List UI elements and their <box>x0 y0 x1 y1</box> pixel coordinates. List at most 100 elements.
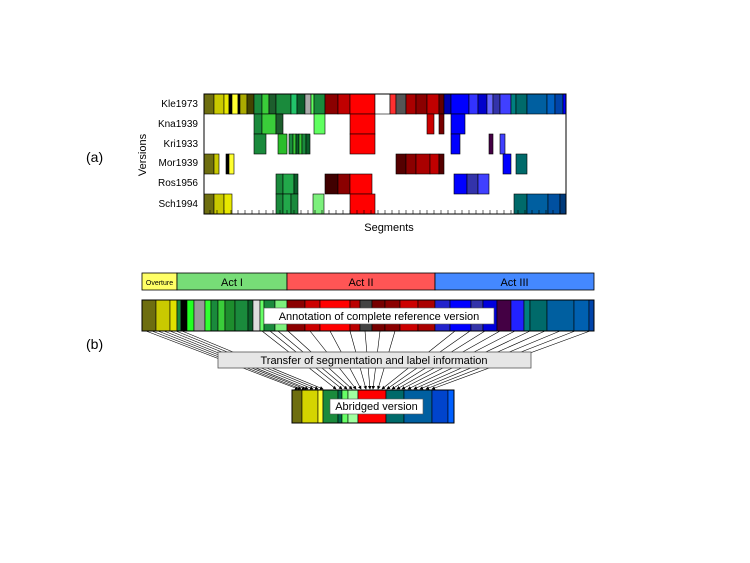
act-3 <box>434 272 595 291</box>
abridged-label: Abridged version <box>335 401 418 413</box>
segment-cell-r4-1 <box>282 173 295 195</box>
reference-segment-3 <box>176 299 182 332</box>
segment-cell-r3-3 <box>228 153 235 175</box>
reference-label: Annotation of complete reference version <box>279 311 480 323</box>
segment-cell-r5-3 <box>275 193 284 215</box>
segment-cell-r3-2 <box>225 153 230 175</box>
segment-cell-r4-8 <box>477 173 490 195</box>
segment-cell-r0-4 <box>231 93 239 115</box>
reference-segment-2 <box>169 299 178 332</box>
segment-cell-r0-6 <box>239 93 248 115</box>
segment-cell-r0-3 <box>228 93 233 115</box>
segment-cell-r0-28 <box>450 93 470 115</box>
segment-cell-r5-1 <box>213 193 225 215</box>
segment-cell-r0-23 <box>405 93 417 115</box>
segment-cell-r0-21 <box>389 93 397 115</box>
segment-cell-r1-1 <box>261 113 277 135</box>
segment-cell-r0-27 <box>443 93 452 115</box>
segment-cell-r2-7 <box>305 133 311 155</box>
segment-cell-r0-1 <box>213 93 225 115</box>
segment-ticks <box>209 210 561 214</box>
segment-cell-r0-15 <box>310 93 315 115</box>
segment-cell-r0-13 <box>296 93 306 115</box>
segment-cell-r5-5 <box>290 193 299 215</box>
abridged-segment-0 <box>291 389 303 424</box>
segment-cell-r5-11 <box>559 193 567 215</box>
act-2-label: Act II <box>348 277 373 289</box>
segment-cell-r4-0 <box>275 173 284 195</box>
segment-cell-r0-20 <box>374 93 391 115</box>
segment-cell-r3-7 <box>429 153 440 175</box>
reference-segment-31 <box>510 299 525 332</box>
transfer-label: Transfer of segmentation and label infor… <box>260 355 487 367</box>
abridged-segment-2 <box>317 389 324 424</box>
segment-cell-r4-4 <box>337 173 351 195</box>
segment-cell-r3-10 <box>515 153 528 175</box>
reference-segment-6 <box>193 299 206 332</box>
segment-cell-r2-0 <box>253 133 267 155</box>
segment-cell-r5-10 <box>547 193 561 215</box>
abridged-segment-1 <box>301 389 319 424</box>
abridged-segment-10 <box>431 389 449 424</box>
transfer-label-box <box>217 351 532 369</box>
abridged-segment-11 <box>447 389 455 424</box>
segment-cell-r4-3 <box>324 173 339 195</box>
segment-cell-r0-33 <box>499 93 512 115</box>
segment-cell-r0-35 <box>515 93 528 115</box>
reference-segment-10 <box>224 299 236 332</box>
segment-cell-r0-31 <box>486 93 494 115</box>
segment-cell-r4-7 <box>466 173 479 195</box>
segment-cell-r0-5 <box>237 93 241 115</box>
reference-segment-11 <box>234 299 249 332</box>
segment-cell-r0-36 <box>526 93 548 115</box>
reference-segment-32 <box>523 299 531 332</box>
segment-cell-r0-17 <box>324 93 339 115</box>
reference-segment-7 <box>204 299 212 332</box>
segment-cell-r1-6 <box>438 113 445 135</box>
segment-cell-r1-7 <box>450 113 466 135</box>
segment-cell-r4-6 <box>453 173 468 195</box>
segment-cell-r5-6 <box>312 193 325 215</box>
segment-cell-r5-0 <box>203 193 215 215</box>
segment-cell-r0-2 <box>223 93 230 115</box>
act-overture-label: Overture <box>146 280 173 287</box>
segment-cell-r0-26 <box>438 93 445 115</box>
segment-cell-r3-1 <box>213 153 220 175</box>
abridged-label-box <box>329 398 424 415</box>
segment-cell-r4-5 <box>349 173 373 195</box>
version-label-mor1939: Mor1939 <box>159 158 199 169</box>
segment-cell-r0-16 <box>313 93 326 115</box>
reference-segment-5 <box>186 299 195 332</box>
segment-cell-r2-1 <box>277 133 288 155</box>
segment-cell-r0-25 <box>426 93 440 115</box>
act-1-label: Act I <box>221 277 243 289</box>
segment-cell-r3-0 <box>203 153 215 175</box>
segment-cell-r0-22 <box>395 93 407 115</box>
segment-cell-r1-5 <box>426 113 435 135</box>
segment-cell-r4-2 <box>293 173 299 195</box>
segment-cell-r0-9 <box>261 93 270 115</box>
reference-segment-30 <box>496 299 512 332</box>
reference-frame <box>141 299 595 332</box>
segment-cell-r0-29 <box>468 93 479 115</box>
segment-cell-r1-0 <box>253 113 263 135</box>
segment-cell-r0-14 <box>304 93 312 115</box>
segment-cell-r1-4 <box>349 113 376 135</box>
version-label-kle1973: Kle1973 <box>161 99 198 110</box>
segment-cell-r2-5 <box>298 133 303 155</box>
segment-cell-r2-11 <box>499 133 506 155</box>
reference-segment-0 <box>141 299 157 332</box>
segment-cell-r2-4 <box>295 133 300 155</box>
segment-cell-r3-8 <box>438 153 445 175</box>
reference-label-box <box>263 307 495 325</box>
reference-segment-1 <box>155 299 171 332</box>
x-axis-label: Segments <box>364 222 414 234</box>
version-label-sch1994: Sch1994 <box>159 199 199 210</box>
segment-cell-r2-2 <box>288 133 294 155</box>
reference-segment-9 <box>217 299 226 332</box>
segment-cell-r0-34 <box>510 93 517 115</box>
segment-cell-r2-9 <box>450 133 461 155</box>
segment-cell-r3-6 <box>415 153 431 175</box>
segment-cell-r5-9 <box>526 193 549 215</box>
